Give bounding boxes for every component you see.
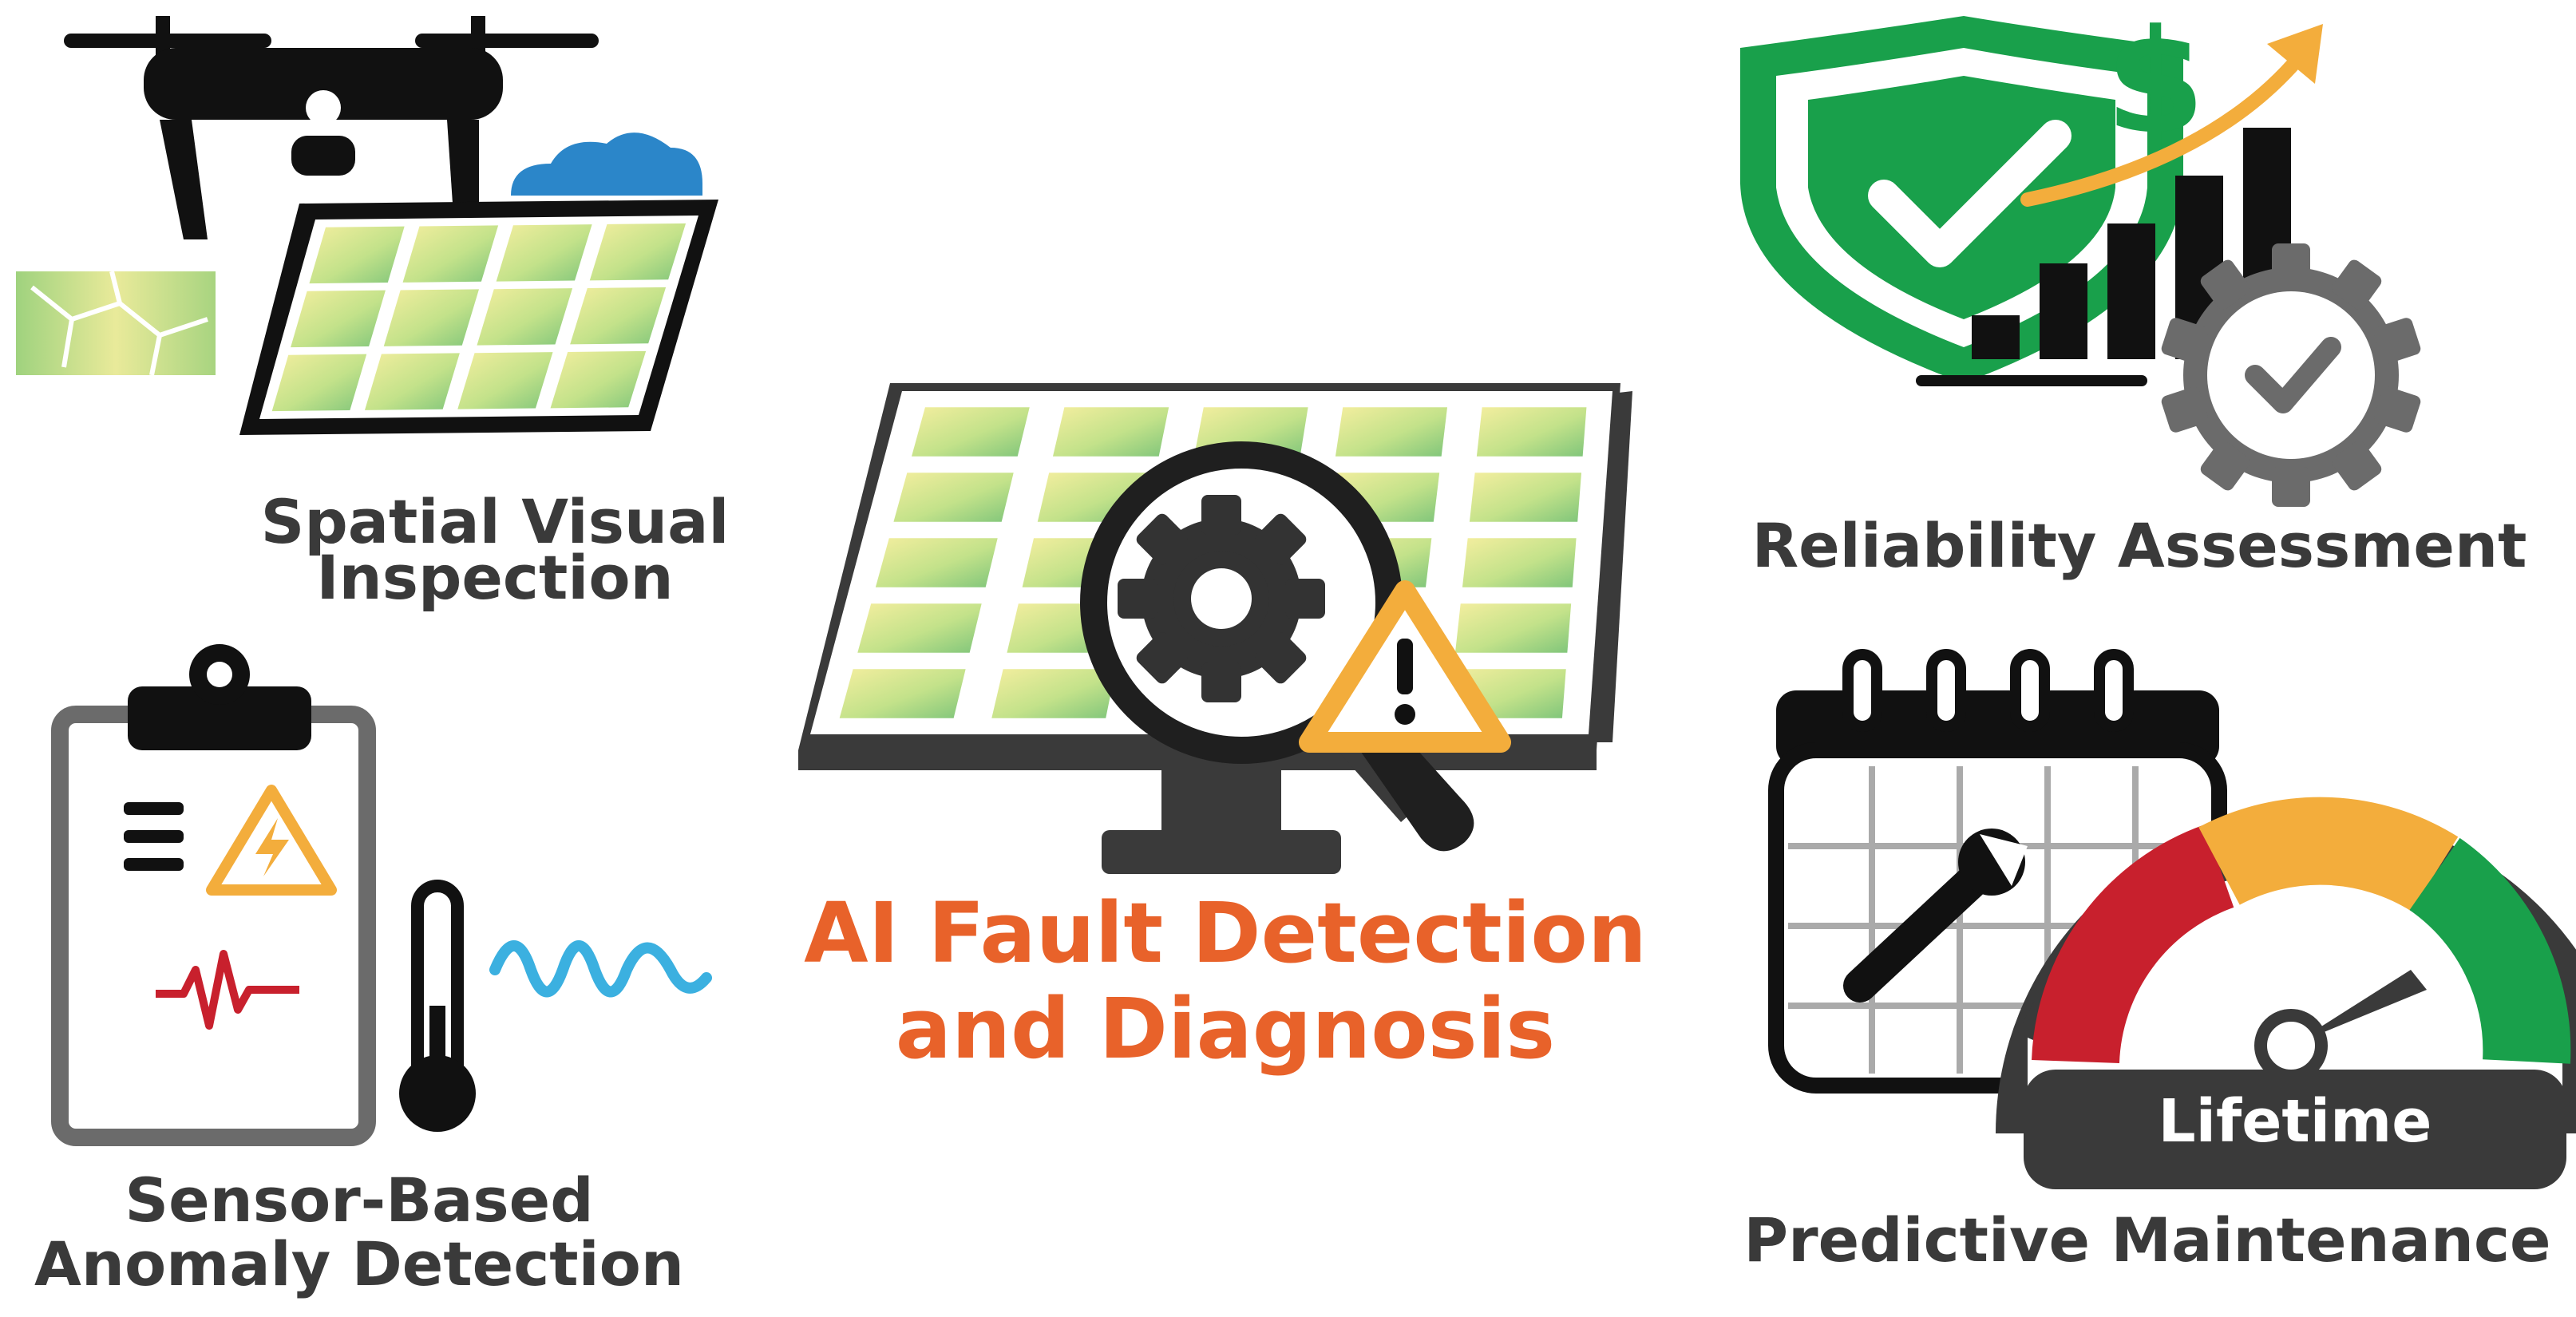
sensor-anomaly-graphic: Sensor-Based Anomaly Detection xyxy=(34,644,712,1299)
panel-cell xyxy=(402,225,499,283)
panel-cell xyxy=(839,669,966,718)
panel-cell xyxy=(1335,407,1448,457)
wrench-icon xyxy=(1843,829,2028,1003)
thermometer-icon xyxy=(399,880,476,1132)
predictive-label: Predictive Maintenance xyxy=(1743,1204,2550,1275)
heartbeat-wave-icon xyxy=(156,950,299,1030)
gear-tooth xyxy=(2200,259,2250,310)
gear-tooth xyxy=(1255,632,1307,684)
panel-cell xyxy=(911,407,1030,457)
spatial-visual-inspection-graphic: Spatial Visual Inspection xyxy=(16,16,729,613)
center-title-line2: and Diagnosis xyxy=(896,980,1555,1078)
bar-chart-icon xyxy=(1916,128,2291,386)
gauge-label: Lifetime xyxy=(2159,1087,2432,1156)
gear-tooth xyxy=(2332,441,2382,491)
cracked-panel-icon xyxy=(16,271,216,376)
panel-cell xyxy=(1462,538,1577,587)
gear-icon xyxy=(1118,495,1325,702)
panel-cell xyxy=(496,224,592,282)
panel-cell xyxy=(477,288,573,346)
panel-cell xyxy=(271,354,367,412)
sensor-label-line2: Anomaly Detection xyxy=(34,1228,684,1299)
lifetime-gauge-icon: Lifetime xyxy=(1996,797,2576,1189)
ai-fault-detection-graphic: AI Fault Detection and Diagnosis xyxy=(798,383,1647,1078)
panel-cell xyxy=(589,223,687,281)
reliability-label: Reliability Assessment xyxy=(1752,510,2527,581)
panel-cell xyxy=(893,473,1014,522)
gear-tooth xyxy=(2272,467,2310,507)
clipboard-icon xyxy=(51,644,376,1146)
reliability-assessment-graphic: $ Reliability Assessment xyxy=(1740,0,2527,581)
sensor-label-line1: Sensor-Based xyxy=(125,1165,593,1236)
gear-tooth xyxy=(2200,441,2250,491)
center-title-line1: AI Fault Detection xyxy=(804,884,1647,982)
gear-tooth xyxy=(2332,259,2382,310)
panel-cell xyxy=(875,538,998,587)
growth-arrow-icon xyxy=(2020,24,2323,207)
gear-tooth xyxy=(1285,579,1325,619)
panel-cell xyxy=(1052,407,1169,457)
gear-tooth xyxy=(1255,513,1307,565)
gear-tooth xyxy=(1136,513,1188,565)
gear-tooth xyxy=(2374,318,2421,364)
panel-cell xyxy=(1476,407,1587,457)
settings-check-icon xyxy=(2161,243,2421,507)
gear-tooth xyxy=(2161,318,2208,364)
solar-panel-small xyxy=(239,200,718,435)
gear-tooth xyxy=(1201,495,1241,535)
cloud-icon xyxy=(511,132,702,196)
panel-cell xyxy=(364,353,460,410)
gear-tooth xyxy=(1118,579,1157,619)
panel-cell xyxy=(457,352,553,409)
gear-tooth xyxy=(2161,386,2208,433)
predictive-maintenance-graphic: Lifetime Predictive Maintenance xyxy=(1743,649,2576,1275)
gear-tooth xyxy=(2374,386,2421,433)
gear-tooth xyxy=(1201,662,1241,702)
gear-tooth xyxy=(2272,243,2310,283)
panel-cell xyxy=(857,603,982,653)
panel-cell xyxy=(1469,473,1582,522)
panel-cell xyxy=(991,669,1116,718)
panel-cell xyxy=(383,289,480,346)
panel-cell xyxy=(291,290,386,348)
high-voltage-warning-icon xyxy=(206,785,337,896)
spatial-label-line1: Spatial Visual xyxy=(261,486,730,557)
panel-cell xyxy=(550,350,647,409)
signal-wave-icon xyxy=(489,940,712,998)
gear-tooth xyxy=(1136,632,1188,684)
panel-cell xyxy=(570,287,667,345)
spatial-label-line2: Inspection xyxy=(316,542,673,613)
panel-cell xyxy=(309,226,405,284)
warning-triangle-icon xyxy=(1299,580,1511,753)
panel-cell xyxy=(1454,603,1572,653)
